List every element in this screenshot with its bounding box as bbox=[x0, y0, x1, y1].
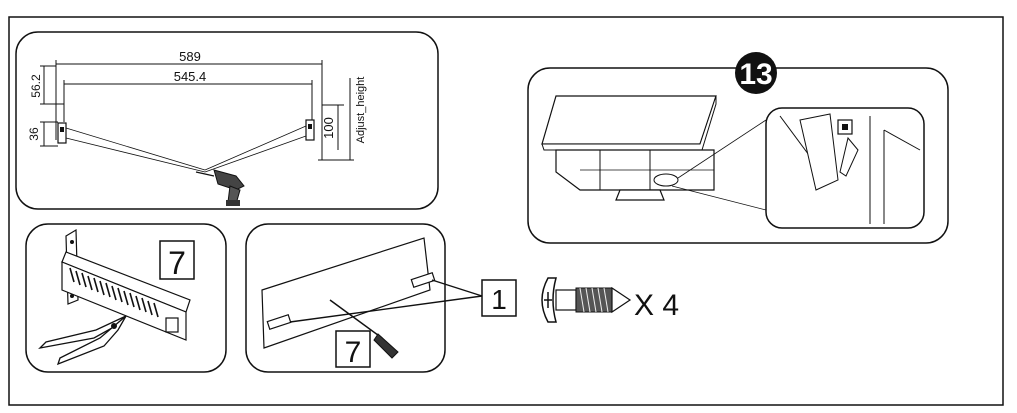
panel-drilling-dimensions: 589 545.4 56.2 36 100 Adjust_height bbox=[15, 31, 439, 210]
wall-bracket-right bbox=[305, 119, 315, 141]
dimension-inner-width: 545.4 bbox=[174, 69, 207, 84]
step-badge-final bbox=[735, 52, 777, 94]
step-number-mount: 7 bbox=[345, 336, 362, 369]
wall-bracket-left bbox=[57, 122, 67, 144]
detail-inset bbox=[765, 107, 925, 229]
dimension-top-offset: 56.2 bbox=[29, 74, 43, 98]
step-box-bracket bbox=[159, 240, 195, 280]
screwdriver-icon bbox=[329, 299, 399, 359]
step-number-final: 13 bbox=[739, 58, 772, 91]
outer-frame bbox=[8, 16, 1004, 406]
step-number-screw: 1 bbox=[491, 284, 507, 315]
panel-final-assembly: 13 bbox=[527, 52, 949, 244]
dimension-drop: 100 bbox=[321, 117, 336, 139]
panel-bracket-pliers: 7 bbox=[25, 223, 227, 373]
panel-bracket-mounting: 7 bbox=[245, 223, 446, 373]
adjust-height-label: Adjust_height bbox=[355, 77, 367, 144]
screw-quantity: X 4 bbox=[634, 289, 679, 322]
range-hood bbox=[541, 95, 717, 201]
step-box-mount bbox=[335, 330, 371, 368]
step-number-bracket: 7 bbox=[168, 245, 186, 281]
mounted-bracket-left bbox=[266, 314, 292, 330]
mounted-bracket-right bbox=[410, 272, 436, 288]
step-box-screw bbox=[481, 279, 517, 317]
dimension-bracket-height: 36 bbox=[27, 127, 41, 141]
screw-callout: 1 X 4 bbox=[481, 277, 679, 323]
dimension-outer-width: 589 bbox=[179, 49, 201, 64]
pliers-icon bbox=[38, 315, 127, 366]
screw-icon bbox=[541, 277, 632, 323]
drill-icon bbox=[195, 169, 245, 206]
